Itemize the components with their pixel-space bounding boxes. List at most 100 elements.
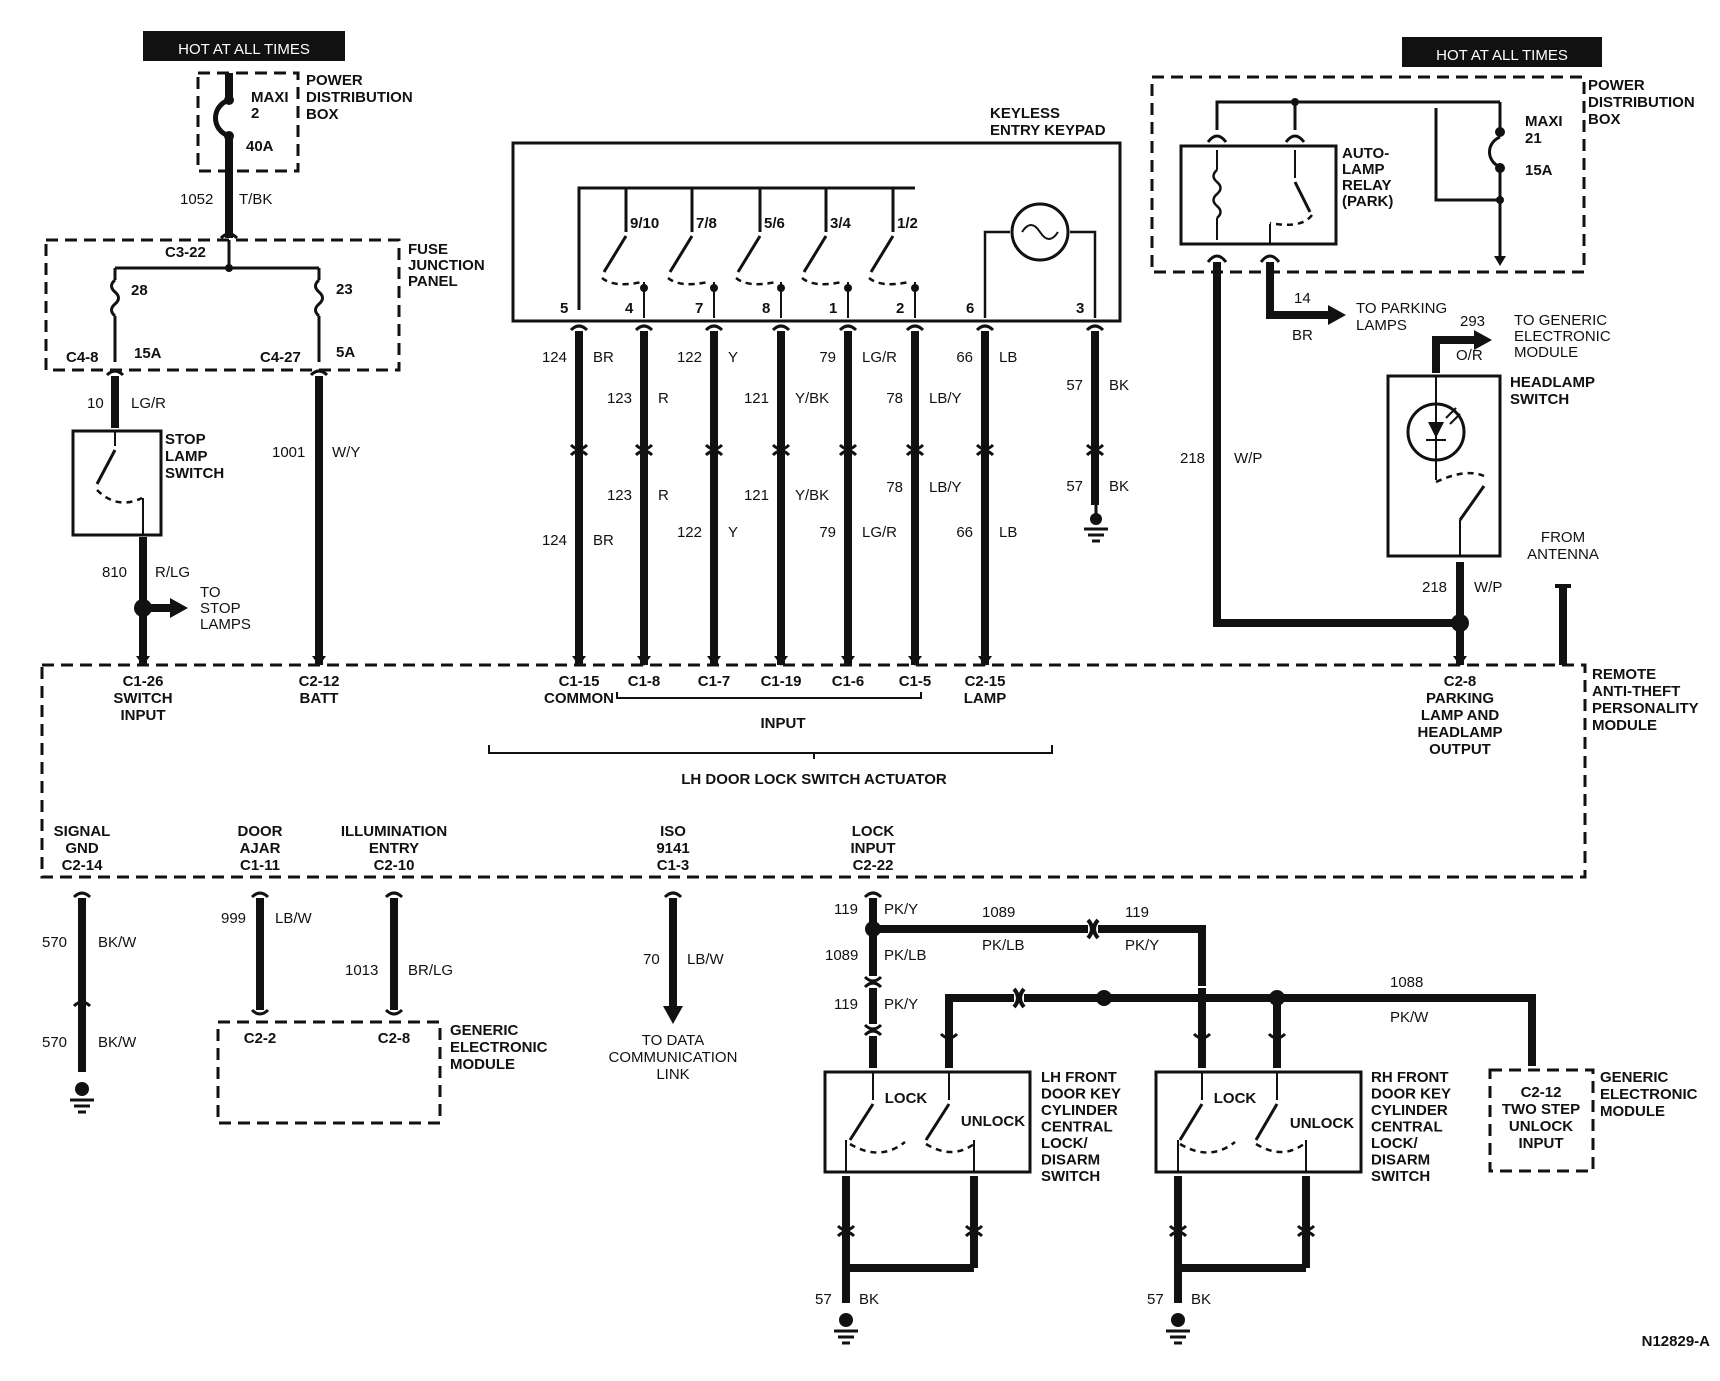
pin-C1-26-desc-0: SWITCH bbox=[113, 690, 172, 707]
wire-999-num: 999 bbox=[221, 910, 246, 927]
wire-119-num-3: 119 bbox=[1125, 904, 1149, 921]
keypad-node-4 bbox=[911, 284, 919, 292]
wire-123-inline-b bbox=[634, 449, 654, 457]
rh-switch-internals bbox=[1177, 1072, 1307, 1172]
wire-1089-color-2: PK/LB bbox=[982, 937, 1025, 954]
wire-124-num-lower: 124 bbox=[542, 532, 567, 549]
keypad-title-1: KEYLESS bbox=[990, 105, 1060, 122]
input-brace bbox=[616, 692, 922, 699]
rh-switch-title-line-4: LOCK/ bbox=[1371, 1135, 1418, 1152]
relay-title-3: RELAY bbox=[1342, 177, 1391, 194]
wire-66-top-conn bbox=[975, 324, 995, 332]
wire-123-top-conn bbox=[634, 324, 654, 332]
pin-C2-10-desc-1: ENTRY bbox=[369, 840, 419, 857]
fjp-title-3: PANEL bbox=[408, 273, 458, 290]
rh-lock-label: LOCK bbox=[1214, 1090, 1257, 1107]
pin-C1-7-id: C1-7 bbox=[698, 673, 731, 690]
module-bottom-pins: SIGNALGNDC2-14DOORAJARC1-11ILLUMINATIONE… bbox=[54, 823, 896, 874]
wire-57-lh-num: 57 bbox=[815, 1291, 832, 1308]
figure-id: N12829-A bbox=[1642, 1333, 1711, 1350]
wire-119-color-2: PK/Y bbox=[884, 996, 918, 1013]
wire-79-top-conn bbox=[838, 324, 858, 332]
wire-293-color: O/R bbox=[1456, 347, 1483, 364]
keypad-node-2 bbox=[777, 284, 785, 292]
relay-title-4: (PARK) bbox=[1342, 193, 1393, 210]
stop-lamp-switch bbox=[71, 429, 163, 537]
relay-title-1: AUTO- bbox=[1342, 145, 1389, 162]
wire-79-num-upper: 79 bbox=[819, 349, 836, 366]
keypad-node-0 bbox=[640, 284, 648, 292]
wire-122-inline-b bbox=[704, 449, 724, 457]
generic-electronic-module-left bbox=[216, 1020, 442, 1125]
wire-121-color-upper: Y/BK bbox=[795, 390, 829, 407]
wire-1088-num: 1088 bbox=[1390, 974, 1423, 991]
fuse-junction-panel bbox=[44, 238, 401, 372]
wire-10-num: 10 bbox=[87, 395, 104, 412]
wire-124-num-upper: 124 bbox=[542, 349, 567, 366]
wire-124-color-lower: BR bbox=[593, 532, 614, 549]
pin-C1-11-desc-0: DOOR bbox=[238, 823, 283, 840]
wire-57-color-lower: BK bbox=[1109, 478, 1129, 495]
pin-C1-19-arrow bbox=[774, 656, 788, 666]
keypad-node-3 bbox=[844, 284, 852, 292]
pin-C1-6-id: C1-6 bbox=[832, 673, 865, 690]
wire-121-top-conn bbox=[771, 324, 791, 332]
antenna-label-1: FROM bbox=[1541, 529, 1585, 546]
headlamp-title-2: SWITCH bbox=[1510, 391, 1569, 408]
pin-C2-15-desc-0: LAMP bbox=[964, 690, 1007, 707]
wire-810-num: 810 bbox=[102, 564, 127, 581]
maxi2-name-2: 2 bbox=[251, 105, 259, 122]
switch-ground-wiring bbox=[834, 1176, 1316, 1345]
to-dcl-1: TO DATA bbox=[642, 1032, 705, 1049]
wire-78-top-conn bbox=[905, 324, 925, 332]
actuator-label: LH DOOR LOCK SWITCH ACTUATOR bbox=[681, 771, 947, 788]
keypad-title-2: ENTRY KEYPAD bbox=[990, 122, 1106, 139]
gem-right-line-1: TWO STEP bbox=[1502, 1101, 1580, 1118]
pdb-right-title-1: POWER bbox=[1588, 77, 1645, 94]
wire-218a-color: W/P bbox=[1234, 450, 1262, 467]
gem-right-title-2: ELECTRONIC bbox=[1600, 1086, 1698, 1103]
actuator-brace bbox=[488, 745, 1053, 759]
keypad-button-0-dash bbox=[601, 276, 643, 286]
wire-293-num: 293 bbox=[1460, 313, 1485, 330]
pin-C2-10-id: C2-10 bbox=[374, 857, 415, 874]
wire-79-inline-b bbox=[838, 449, 858, 457]
pin-C2-8-arrow bbox=[1453, 656, 1467, 666]
fuse-23-rating: 5A bbox=[336, 344, 355, 361]
keypad-button-0-blade bbox=[602, 235, 628, 273]
keypad-pin-1: 1 bbox=[829, 300, 837, 317]
antenna-icon bbox=[1555, 584, 1571, 665]
wire-1052-color: T/BK bbox=[239, 191, 272, 208]
pin-C1-15-id: C1-15 bbox=[559, 673, 600, 690]
wire-570-color-2: BK/W bbox=[98, 1034, 137, 1051]
maxi2-name-1: MAXI bbox=[251, 89, 289, 106]
stop-lamp-title-3: SWITCH bbox=[165, 465, 224, 482]
wire-570-num-2: 570 bbox=[42, 1034, 67, 1051]
right-bus bbox=[1215, 98, 1506, 266]
relay-internals bbox=[1206, 134, 1314, 263]
pin-C2-22-desc-1: INPUT bbox=[851, 840, 896, 857]
headlamp-switch bbox=[1386, 374, 1502, 558]
relay-title-2: LAMP bbox=[1342, 161, 1385, 178]
keypad-button-3-label: 3/4 bbox=[830, 215, 852, 232]
wire-79-color-upper: LG/R bbox=[862, 349, 897, 366]
pin-C2-14-desc-0: SIGNAL bbox=[54, 823, 111, 840]
keypad-button-3-dash bbox=[801, 276, 843, 286]
lh-switch-title-line-1: DOOR KEY bbox=[1041, 1086, 1121, 1103]
wire-1001-color: W/Y bbox=[332, 444, 360, 461]
wire-1052-num: 1052 bbox=[180, 191, 213, 208]
pin-C1-15-desc-0: COMMON bbox=[544, 690, 614, 707]
keypad-button-1-label: 7/8 bbox=[696, 215, 717, 232]
wire-57-lh-color: BK bbox=[859, 1291, 879, 1308]
keypad-button-3-blade bbox=[802, 235, 828, 273]
input-label: INPUT bbox=[761, 715, 806, 732]
pin-C1-26-arrow bbox=[136, 656, 150, 666]
wire-78-color-lower: LB/Y bbox=[929, 479, 962, 496]
keypad-button-4-blade bbox=[869, 235, 895, 273]
wire-1089-color-1: PK/LB bbox=[884, 947, 927, 964]
wire-57-inline-a bbox=[1085, 443, 1105, 451]
keypad-pin-8: 8 bbox=[762, 300, 770, 317]
